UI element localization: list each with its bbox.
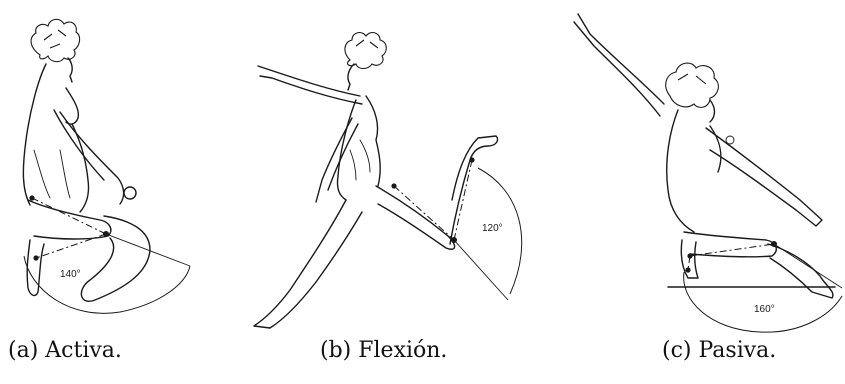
chest-detail [726, 136, 734, 144]
back-arm [316, 118, 358, 202]
figure-pasiva: 160° [560, 0, 845, 340]
head [710, 100, 715, 122]
figure-flexion: 120° [230, 0, 530, 340]
ankle-joint [33, 255, 38, 260]
caption-pasiva: (c) Pasiva. [662, 338, 776, 363]
shin [27, 240, 44, 295]
ball [124, 187, 136, 199]
body-detail [34, 150, 70, 198]
femur-axis [394, 186, 454, 240]
panel-pasiva: 160° [560, 0, 845, 340]
angle-arc [684, 272, 842, 332]
head [348, 64, 354, 90]
torso [667, 110, 721, 232]
hair [345, 33, 386, 69]
body-detail [350, 140, 370, 180]
back-arm [706, 128, 822, 226]
lower-leg [768, 244, 833, 298]
torso [23, 64, 88, 212]
panel-flexion: 120° [230, 0, 530, 340]
ankle-joint [469, 157, 474, 162]
torso [337, 96, 380, 200]
back-leg [254, 200, 362, 328]
angle-label: 160° [754, 304, 775, 315]
hip-joint [391, 183, 396, 188]
reference-ray [454, 240, 508, 300]
caption-flexion: (b) Flexión. [320, 338, 447, 363]
front-thigh [376, 186, 455, 249]
tibia-axis [454, 160, 472, 240]
figure-activa: 140° [0, 0, 200, 320]
thigh [684, 232, 776, 257]
hair [31, 19, 80, 61]
caption-activa: (a) Activa. [8, 338, 122, 363]
ankle-joint [685, 267, 690, 272]
reference-ray [774, 244, 842, 288]
angle-label: 140° [60, 269, 81, 280]
hip-joint [29, 195, 34, 200]
thigh [28, 200, 111, 239]
femur-axis [32, 198, 106, 234]
hip-joint [687, 253, 692, 258]
head [68, 58, 72, 82]
angle-label: 120° [482, 223, 503, 234]
panel-activa: 140° [0, 0, 200, 320]
raised-arm [574, 14, 664, 116]
front-arm [258, 66, 362, 104]
leg-loop [81, 216, 150, 301]
femur-axis [690, 244, 774, 256]
